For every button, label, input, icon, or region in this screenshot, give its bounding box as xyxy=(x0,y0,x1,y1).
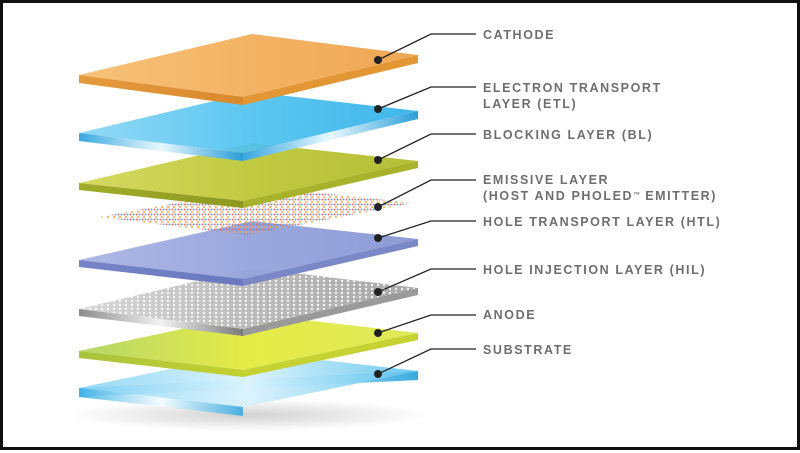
bl-leader-line xyxy=(377,133,476,161)
hil-leader-line xyxy=(377,268,476,293)
hil-leader-dot xyxy=(374,288,382,296)
etl-leader-dot xyxy=(374,105,382,113)
substrate-layer xyxy=(79,352,418,416)
hil-layer xyxy=(79,268,418,336)
etl-label-line-2: LAYER (ETL) xyxy=(483,97,578,111)
substrate-label-line-1: SUBSTRATE xyxy=(483,343,573,357)
hil-label-line-1: HOLE INJECTION LAYER (HIL) xyxy=(483,263,707,277)
etl-layer xyxy=(79,92,418,161)
eml-label-line-1: EMISSIVE LAYER xyxy=(483,173,610,187)
blocking-layer xyxy=(79,143,418,208)
etl-label-line-1: ELECTRON TRANSPORT xyxy=(483,81,662,95)
anode-label-line-1: ANODE xyxy=(483,308,537,322)
htl-leader-dot xyxy=(374,234,382,242)
cathode-label-line-1: CATHODE xyxy=(483,28,556,42)
floor-shadow xyxy=(68,399,428,431)
substrate-leader-dot xyxy=(374,370,382,378)
layer-stack xyxy=(68,33,476,431)
eml-label: EMISSIVE LAYER (HOST AND PHOLED™ EMITTER… xyxy=(483,172,717,204)
anode-leader-dot xyxy=(374,329,382,337)
bl-label-line-1: BLOCKING LAYER (BL) xyxy=(483,128,654,142)
leader-lines xyxy=(377,33,476,375)
eml-label-line-2-text: (HOST AND PHOLED xyxy=(483,189,634,203)
bl-label: BLOCKING LAYER (BL) xyxy=(483,127,653,143)
cathode-leader-line xyxy=(377,33,476,61)
cathode-leader-dot xyxy=(374,56,382,64)
trademark-symbol: ™ xyxy=(633,192,641,199)
substrate-label: SUBSTRATE xyxy=(483,342,573,358)
eml-label-line-2-tail: EMITTER) xyxy=(645,189,718,203)
etl-leader-line xyxy=(377,86,476,110)
hil-label: HOLE INJECTION LAYER (HIL) xyxy=(483,262,706,278)
htl-leader-line xyxy=(377,220,476,239)
eml-leader-line xyxy=(377,179,476,208)
leader-dots xyxy=(374,56,382,378)
anode-layer xyxy=(79,314,418,377)
etl-label: ELECTRON TRANSPORT LAYER (ETL) xyxy=(483,80,662,112)
eml-leader-dot xyxy=(374,203,382,211)
anode-leader-line xyxy=(377,314,476,334)
anode-label: ANODE xyxy=(483,307,536,323)
substrate-leader-line xyxy=(377,348,476,375)
bl-leader-dot xyxy=(374,156,382,164)
eml-label-line-2: (HOST AND PHOLED™ EMITTER) xyxy=(483,188,717,204)
htl-label: HOLE TRANSPORT LAYER (HTL) xyxy=(483,214,721,230)
htl-layer xyxy=(79,221,418,286)
htl-label-line-1: HOLE TRANSPORT LAYER (HTL) xyxy=(483,215,722,229)
cathode-layer xyxy=(79,34,418,105)
emissive-layer xyxy=(99,187,413,235)
cathode-label: CATHODE xyxy=(483,27,555,43)
